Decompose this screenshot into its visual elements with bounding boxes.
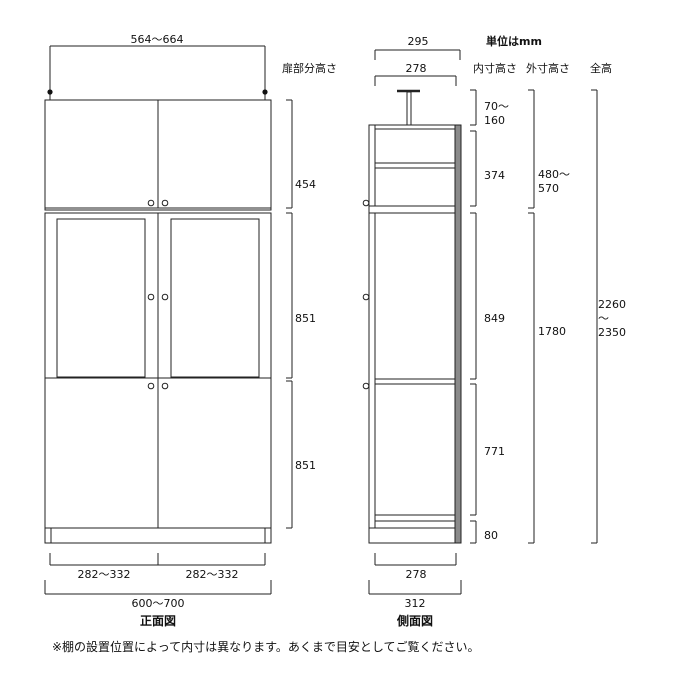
outer-lower-label: 1780 [538,325,566,338]
anti-tip-knob-left [47,89,53,100]
outer-height-header: 外寸高さ [526,61,570,75]
side-depth-bottom-inner-label: 278 [406,568,427,581]
inner-top-label-b: 160 [484,114,505,127]
door-mid-label: 851 [295,312,316,325]
inner-mid-label: 849 [484,312,505,325]
front-glass-door-right [170,218,260,378]
front-width-total-label: 600～700 [132,597,185,610]
total-height-label-a: 2260 [598,298,626,311]
side-view [362,49,598,595]
door-upper-label: 454 [295,178,316,191]
outer-upper-label-b: 570 [538,182,559,195]
total-height-header: 全高 [590,61,612,75]
unit-label: 単位はmm [486,34,542,48]
side-depth-inner-label: 278 [406,62,427,75]
side-view-caption: 側面図 [396,613,433,628]
total-height-label-b: ～ [598,312,609,325]
inner-height-header: 内寸高さ [473,61,517,75]
footnote: ※棚の設置位置によって内寸は異なります。あくまで目安としてご覧ください。 [52,639,480,654]
front-view [44,45,293,595]
side-depth-outer-label: 295 [408,35,429,48]
side-body [368,124,462,544]
door-height-header: 扉部分高さ [282,61,337,75]
inner-base-label: 80 [484,529,498,542]
labels: 564～664 扉部分高さ 454 851 851 282～332 282～33… [52,33,626,654]
door-low-label: 851 [295,459,316,472]
tension-pole [397,89,420,126]
anti-tip-knob-right [262,89,268,100]
inner-top-label-a: 70～ [484,100,509,113]
inner-low-label: 771 [484,445,505,458]
outer-upper-label-a: 480～ [538,168,570,181]
side-depth-bottom-outer-label: 312 [405,597,426,610]
half-width-right-label: 282～332 [186,568,239,581]
front-width-top-label: 564～664 [131,33,184,46]
front-view-caption: 正面図 [140,614,176,628]
half-width-left-label: 282～332 [78,568,131,581]
total-height-label-c: 2350 [598,326,626,339]
inner-upper-label: 374 [484,169,505,182]
front-glass-door-left [56,218,146,378]
